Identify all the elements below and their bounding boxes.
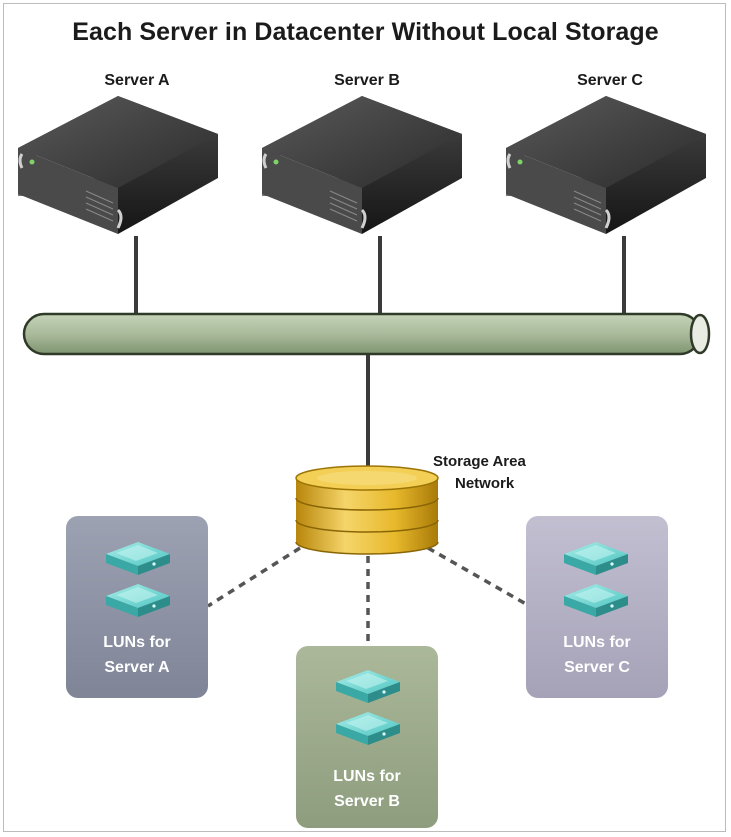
- network-bus: [22, 312, 711, 356]
- lun-a-label: LUNs for Server A: [67, 630, 207, 680]
- server-c-label: Server C: [577, 72, 643, 89]
- server-b-label: Server B: [334, 72, 400, 89]
- server-a-icon: [16, 94, 220, 236]
- lun-b-label-line2: Server B: [334, 793, 400, 810]
- lun-c-label: LUNs for Server C: [527, 630, 667, 680]
- lun-links: [207, 546, 527, 646]
- page-title: Each Server in Datacenter Without Local …: [72, 18, 659, 46]
- storage-area-network-icon: [295, 465, 439, 555]
- server-c-icon: [504, 94, 708, 236]
- lun-a-label-line1: LUNs for: [103, 634, 171, 651]
- lun-c-label-line1: LUNs for: [563, 634, 631, 651]
- server-a-label: Server A: [104, 72, 170, 89]
- server-connectors: [134, 236, 626, 468]
- san-label: Storage Area Network: [433, 451, 573, 495]
- lun-c-label-line2: Server C: [564, 659, 630, 676]
- lun-b-label-line1: LUNs for: [333, 768, 401, 785]
- san-label-line1: Storage Area: [433, 453, 526, 470]
- server-b-icon: [260, 94, 464, 236]
- lun-b-label: LUNs for Server B: [297, 764, 437, 814]
- lun-a-label-line2: Server A: [104, 659, 170, 676]
- san-label-line2: Network: [455, 475, 515, 492]
